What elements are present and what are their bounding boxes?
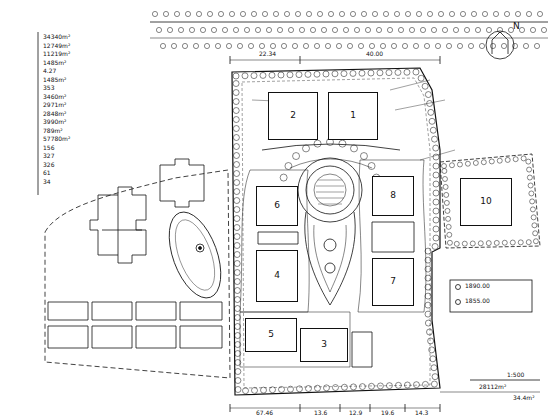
area-statistic: 4.27 xyxy=(42,68,57,75)
area-statistic: 353 xyxy=(42,85,55,92)
dimension: 19.6 xyxy=(380,410,395,417)
area-statistic: 34340m² xyxy=(42,34,71,41)
area-statistic: 327 xyxy=(42,153,55,160)
north-arrow: N xyxy=(512,22,521,32)
building-number: 1 xyxy=(350,111,356,121)
scale: 1:500 xyxy=(506,372,525,379)
area-statistic: 156 xyxy=(42,145,55,152)
area-statistic: 3460m² xyxy=(42,94,68,101)
dimension: 67.46 xyxy=(255,410,274,417)
building-block: 3 xyxy=(300,328,348,362)
area-statistic: 12749m² xyxy=(42,43,71,50)
dimension: 13.6 xyxy=(313,410,328,417)
building-block: 4 xyxy=(256,250,298,302)
building-number: 5 xyxy=(268,330,274,340)
building-number: 2 xyxy=(290,111,296,121)
area-note: 34.4m² xyxy=(512,395,536,402)
building-number: 8 xyxy=(390,191,396,201)
building-number: 6 xyxy=(274,201,280,211)
building-block: 10 xyxy=(460,178,512,226)
building-number: 3 xyxy=(321,340,327,350)
area-statistic: 2971m² xyxy=(42,102,68,109)
area-note: 28112m² xyxy=(478,384,507,391)
area-statistic: 11219m² xyxy=(42,51,71,58)
building-block: 5 xyxy=(245,318,297,352)
building-block: 2 xyxy=(268,92,318,140)
area-statistic: 34 xyxy=(42,179,52,186)
area-statistic: 61 xyxy=(42,170,52,177)
area-statistic: 57780m² xyxy=(42,136,71,143)
area-statistic: 1485m² xyxy=(42,77,68,84)
dimension: 14.3 xyxy=(414,410,429,417)
building-block: 8 xyxy=(372,176,414,216)
building-block: 6 xyxy=(256,186,298,226)
building-number: 7 xyxy=(390,277,396,287)
area-statistic: 1485m² xyxy=(42,60,68,67)
dimension: 40.00 xyxy=(365,51,384,58)
area-statistic: 789m² xyxy=(42,128,64,135)
area-statistic: 326 xyxy=(42,162,55,169)
building-number: 4 xyxy=(274,271,280,281)
dimension: 12.9 xyxy=(348,410,363,417)
dimension: 22.34 xyxy=(258,51,277,58)
elevation-mark: 1890.00 xyxy=(464,283,491,290)
area-statistic: 3990m² xyxy=(42,119,68,126)
elevation-mark: 1855.00 xyxy=(464,298,491,305)
building-number: 10 xyxy=(480,197,491,207)
building-block: 1 xyxy=(328,92,378,140)
area-statistic: 2848m² xyxy=(42,111,68,118)
building-block: 7 xyxy=(372,258,414,306)
